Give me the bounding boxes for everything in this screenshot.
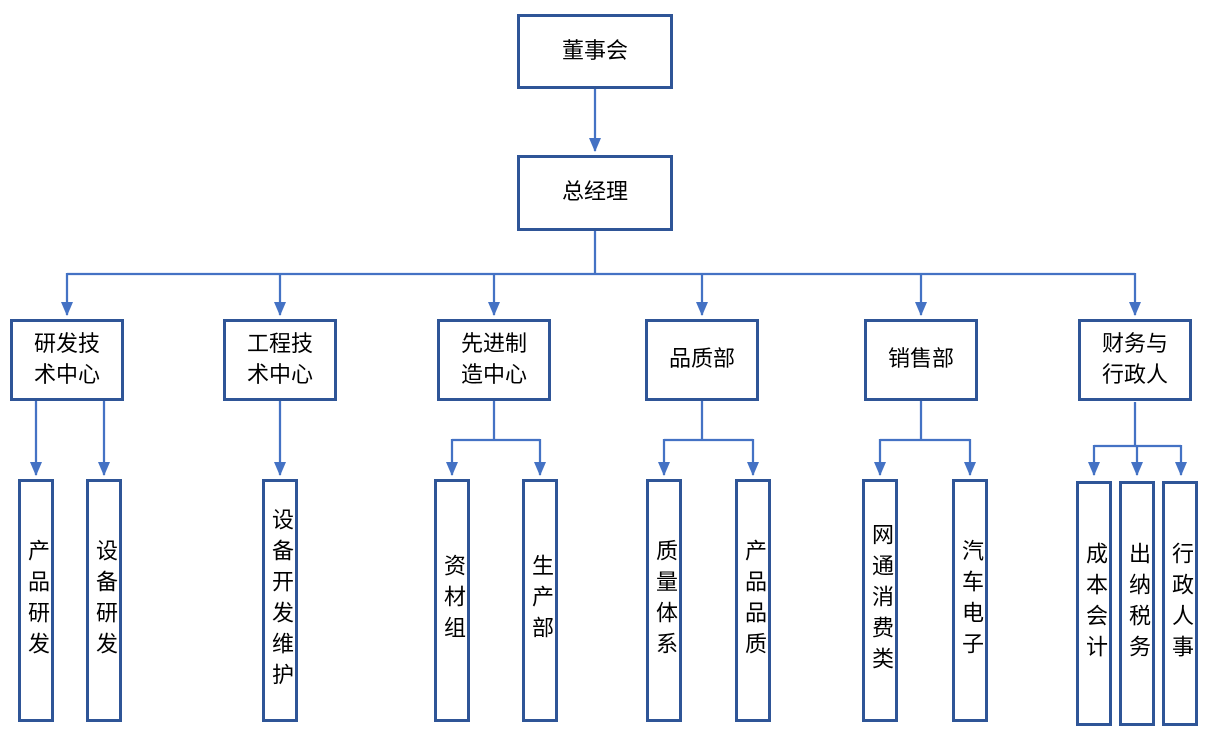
connector-line [880, 401, 970, 442]
sub-label: 设备开发维护 [268, 507, 293, 694]
dept-label: 研发技 术中心 [33, 331, 100, 388]
sub-box-product-rd: 产品研发 [18, 479, 54, 722]
sub-box-equipment-dev-maintenance: 设备开发维护 [262, 479, 298, 722]
sub-label: 质量体系 [652, 538, 677, 663]
sub-label: 汽车电子 [958, 538, 983, 663]
sub-box-quality-system: 质量体系 [646, 479, 682, 722]
connector-line [1094, 402, 1181, 448]
dept-box-sales: 销售部 [864, 319, 978, 401]
dept-box-quality: 品质部 [645, 319, 759, 401]
sub-box-equipment-rd: 设备研发 [86, 479, 122, 722]
sub-box-admin-hr: 行政人事 [1162, 481, 1198, 726]
dept-label: 销售部 [887, 347, 954, 373]
dept-label: 财务与 行政人 [1101, 331, 1168, 388]
sub-label: 产品研发 [24, 538, 49, 663]
sub-label: 生产部 [528, 554, 553, 647]
sub-label: 产品品质 [741, 538, 766, 663]
sub-box-network-consumer: 网通消费类 [862, 479, 898, 722]
board-box: 董事会 [517, 14, 673, 89]
sub-box-cashier-tax: 出纳税务 [1119, 481, 1155, 726]
sub-label: 设备研发 [92, 538, 117, 663]
sub-box-production-dept: 生产部 [522, 479, 558, 722]
connector-line [664, 401, 753, 442]
board-label: 董事会 [561, 38, 628, 64]
sub-box-automotive-electronics: 汽车电子 [952, 479, 988, 722]
sub-label: 成本会计 [1082, 541, 1107, 666]
general-manager-label: 总经理 [561, 180, 628, 206]
general-manager-box: 总经理 [517, 155, 673, 231]
sub-box-materials-group: 资材组 [434, 479, 470, 722]
dept-label: 先进制 造中心 [460, 331, 527, 388]
dept-box-advanced-manufacturing-center: 先进制 造中心 [437, 319, 551, 401]
sub-box-cost-accounting: 成本会计 [1076, 481, 1112, 726]
sub-box-product-quality: 产品品质 [735, 479, 771, 722]
dept-label: 品质部 [668, 347, 735, 373]
dept-label: 工程技 术中心 [246, 331, 313, 388]
sub-label: 出纳税务 [1125, 541, 1150, 666]
dept-box-rd-tech-center: 研发技 术中心 [10, 319, 124, 401]
dept-box-finance-admin: 财务与 行政人 [1078, 319, 1192, 401]
sub-label: 行政人事 [1168, 541, 1193, 666]
dept-box-engineering-tech-center: 工程技 术中心 [223, 319, 337, 401]
connector-line [452, 401, 540, 442]
sub-label: 资材组 [440, 554, 465, 647]
sub-label: 网通消费类 [868, 523, 893, 678]
